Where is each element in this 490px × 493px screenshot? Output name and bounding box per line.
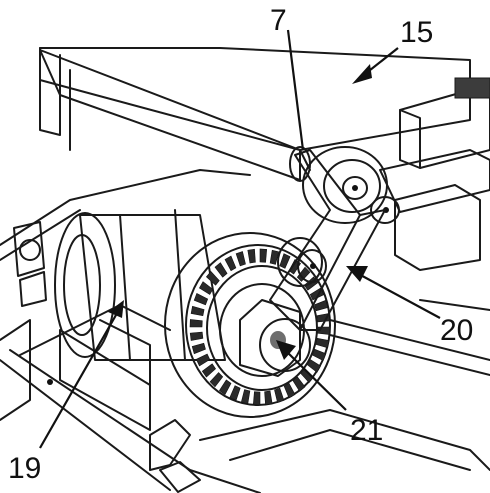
arrowhead-20 [346, 266, 368, 282]
pulley-tooth [252, 391, 261, 406]
right-block [379, 77, 490, 271]
pulley-tooth [214, 262, 228, 278]
pulley-teeth [189, 248, 331, 406]
pulley-tooth [209, 372, 224, 388]
pulley-tooth [191, 342, 206, 355]
pulley-tooth [240, 389, 251, 405]
leader-19 [39, 307, 121, 449]
left-bracket [13, 221, 47, 307]
pulley-tooth [283, 382, 296, 399]
callout-15: 15 [400, 16, 433, 49]
pulley-tooth [264, 390, 273, 406]
pulley-tooth [195, 353, 211, 367]
pulley-tooth [224, 255, 237, 272]
leader-21 [282, 347, 347, 411]
pulley-tooth [198, 281, 214, 295]
callout-19: 19 [8, 452, 41, 485]
pulley-tooth [235, 251, 246, 267]
pulley-tooth [189, 319, 203, 328]
pulley-tooth [201, 363, 216, 378]
leader-7 [286, 29, 305, 151]
motor [54, 209, 226, 361]
pulley-tooth [314, 299, 329, 312]
large-toothed-pulley [164, 232, 336, 418]
upper-pulley [302, 146, 400, 224]
pulley-tooth [315, 337, 330, 349]
pulley-tooth [189, 331, 204, 341]
pulley-tooth [229, 385, 241, 401]
callout-7: 7 [270, 4, 287, 37]
lower-latch [149, 419, 201, 493]
pulley-tooth [247, 248, 256, 264]
arrowhead-21 [276, 340, 296, 360]
pulley-tooth [193, 292, 209, 306]
pulley-tooth [190, 305, 205, 317]
arrowhead-19 [108, 300, 124, 318]
leader-20 [354, 271, 441, 319]
pulley-tooth [279, 253, 291, 269]
pulley-tooth [205, 270, 220, 286]
pulley-tooth [259, 248, 268, 263]
arrowhead-15 [352, 64, 372, 84]
callout-20: 20 [440, 314, 473, 347]
pulley-tooth [274, 387, 285, 403]
callout-21: 21 [350, 414, 383, 447]
leader-lines [39, 29, 441, 449]
pulley-tooth [296, 266, 311, 282]
idler-pulley [277, 237, 327, 287]
pulley-tooth [269, 249, 280, 265]
pulley-tooth [218, 379, 232, 395]
